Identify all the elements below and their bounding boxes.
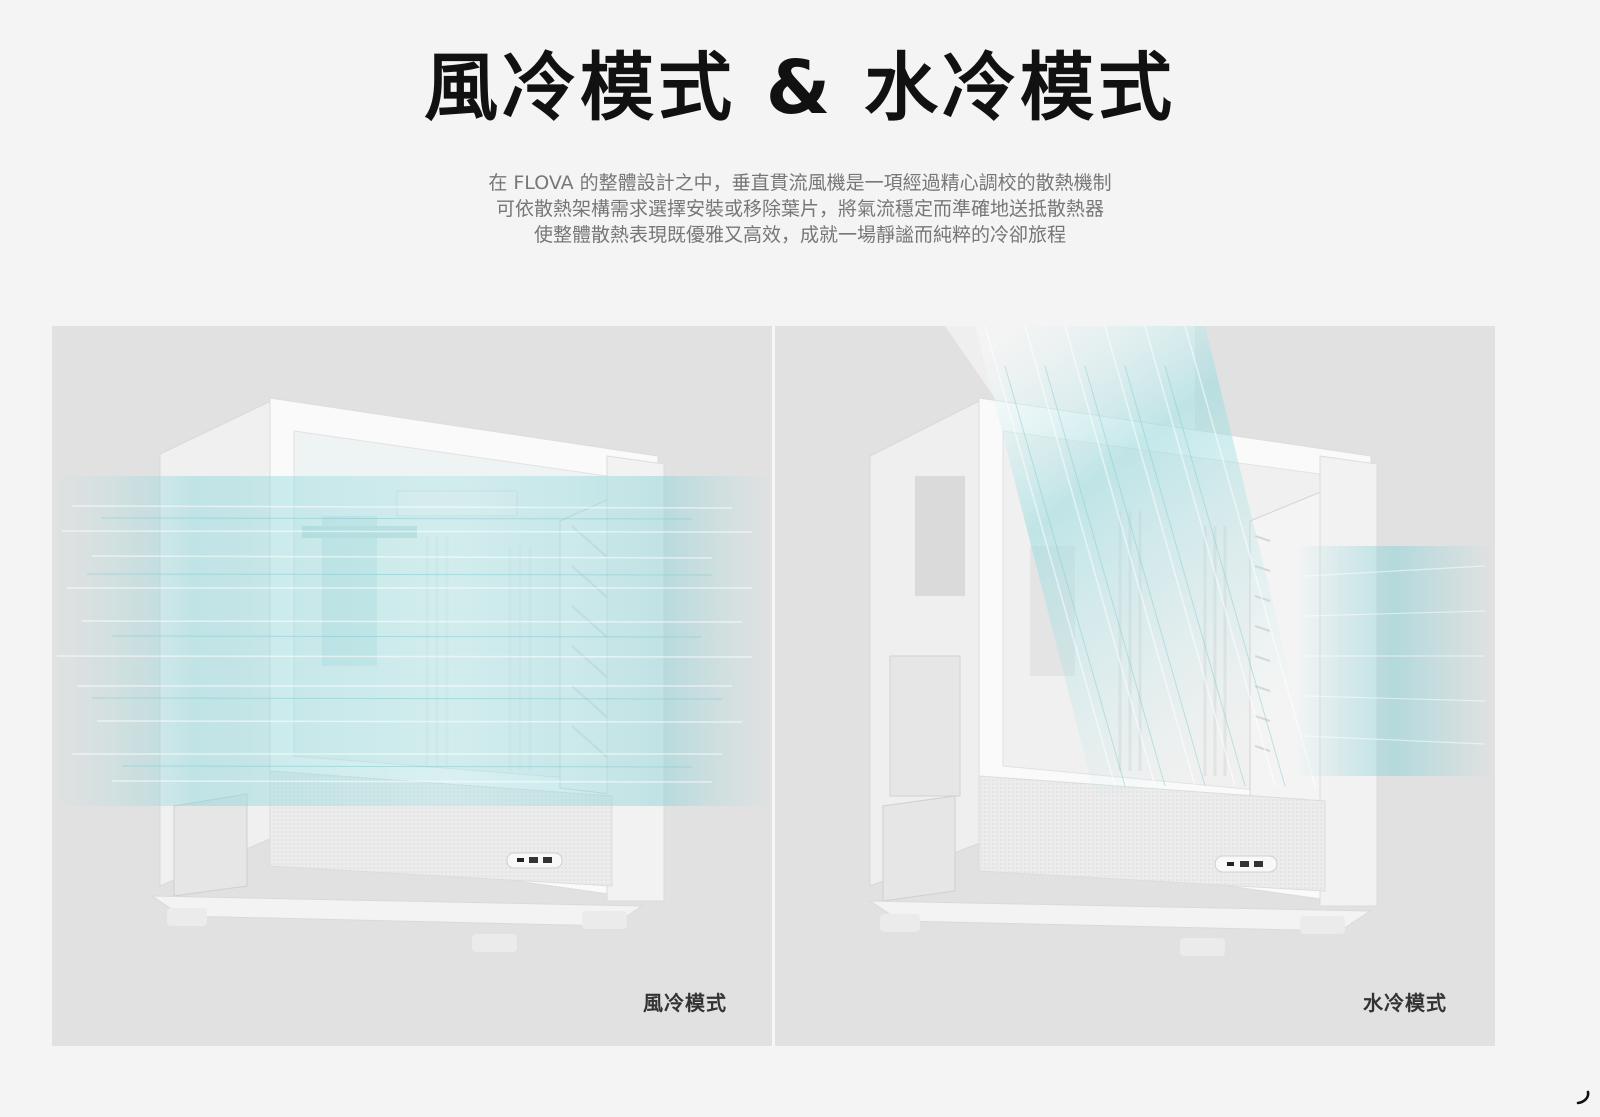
- description-line: 在 FLOVA 的整體設計之中，垂直貫流風機是一項經過精心調校的散熱機制: [488, 172, 1112, 194]
- page-title: 風冷模式 & 水冷模式: [423, 45, 1177, 131]
- panel-caption: 水冷模式: [1363, 991, 1447, 1015]
- liquid-cooling-panel: 水冷模式: [775, 326, 1495, 1046]
- pc-case-liquid-cooling-illustration: [868, 326, 1495, 956]
- description-line: 使整體散熱表現既優雅又高效，成就一場靜謐而純粹的冷卻旅程: [533, 224, 1066, 246]
- air-cooling-panel: 風冷模式: [52, 326, 772, 1046]
- description: 在 FLOVA 的整體設計之中，垂直貫流風機是一項經過精心調校的散熱機制 可依散…: [0, 170, 1600, 248]
- loading-spinner-icon: [1576, 1090, 1590, 1105]
- description-line: 可依散熱架構需求選擇安裝或移除葉片，將氣流穩定而準確地送抵散熱器: [495, 198, 1104, 220]
- pc-case-air-cooling-illustration: [52, 397, 772, 952]
- panel-caption: 風冷模式: [643, 991, 727, 1015]
- panel-divider: [772, 326, 775, 1046]
